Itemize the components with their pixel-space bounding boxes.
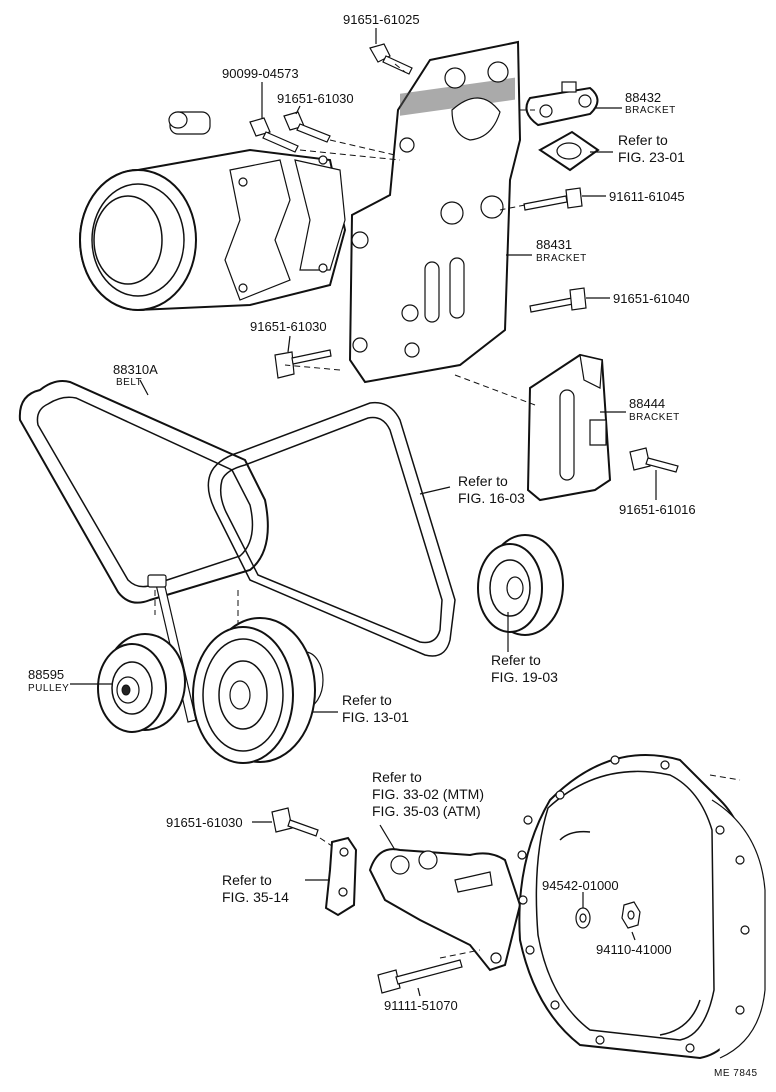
ref-fig-16-03-line2: FIG. 16-03 xyxy=(458,490,525,506)
belt-fig-16-03 xyxy=(207,401,456,657)
diagram-code: ME 7845 xyxy=(714,1068,758,1079)
label-91651-61016: 91651-61016 xyxy=(619,502,696,517)
bracket-88444 xyxy=(526,353,612,502)
idler-pulley xyxy=(477,534,564,636)
name-88432: BRACKET xyxy=(625,105,676,116)
ref-fig-35-14-line1: Refer to xyxy=(222,872,272,888)
ref-fig-19-03-line1: Refer to xyxy=(491,652,541,668)
name-88444: BRACKET xyxy=(629,412,680,423)
bracket-88431 xyxy=(348,40,522,384)
name-88310A: BELT xyxy=(116,377,142,388)
bolt-91651-61030-bot xyxy=(271,807,319,837)
label-91651-61025: 91651-61025 xyxy=(343,12,420,27)
label-88444: 88444 xyxy=(629,396,665,411)
ref-fig-35-14-line2: FIG. 35-14 xyxy=(222,889,289,905)
ref-fig-33-02-line1: Refer to xyxy=(372,769,422,785)
bolt-91651-61025 xyxy=(369,43,413,75)
bolt-91111-51070 xyxy=(377,959,463,994)
ref-fig-23-01-line2: FIG. 23-01 xyxy=(618,149,685,165)
label-91651-61030-top: 91651-61030 xyxy=(277,91,354,106)
label-88432: 88432 xyxy=(625,90,661,105)
bracket-fig-33-02 xyxy=(368,848,522,972)
ref-fig-33-02-line2: FIG. 33-02 (MTM) xyxy=(372,786,484,802)
label-91611-61045: 91611-61045 xyxy=(609,189,685,204)
label-91651-61030-bot: 91651-61030 xyxy=(166,815,243,830)
bolt-91651-61016 xyxy=(629,447,679,473)
label-91111-51070: 91111-51070 xyxy=(384,998,458,1013)
ref-fig-33-02-line3: FIG. 35-03 (ATM) xyxy=(372,803,481,819)
nut-94110-41000 xyxy=(621,901,641,929)
crank-pulley xyxy=(192,617,324,764)
label-94110-41000: 94110-41000 xyxy=(596,942,672,957)
plate-fig-35-14 xyxy=(324,836,358,917)
pulley-88595 xyxy=(97,574,197,733)
label-94542-01000: 94542-01000 xyxy=(542,878,619,893)
bolt-91651-61040 xyxy=(529,287,587,313)
gasket xyxy=(538,130,600,172)
name-88595: PULLEY xyxy=(28,683,69,694)
compressor xyxy=(79,111,347,312)
label-88431: 88431 xyxy=(536,237,572,252)
label-88595: 88595 xyxy=(28,667,64,682)
bolt-91611-61045 xyxy=(523,187,583,211)
ref-fig-16-03-line1: Refer to xyxy=(458,473,508,489)
alignment-lines xyxy=(154,63,741,959)
label-88310A: 88310A xyxy=(113,362,158,377)
bolt-91651-61030-top xyxy=(283,111,331,143)
belt-88310A xyxy=(18,380,269,604)
bracket-88432 xyxy=(525,81,599,127)
ref-fig-19-03-line2: FIG. 19-03 xyxy=(491,669,558,685)
ref-fig-13-01-line1: Refer to xyxy=(342,692,392,708)
label-91651-61040: 91651-61040 xyxy=(613,291,690,306)
washer-94542-01000 xyxy=(575,907,591,929)
bellhousing xyxy=(517,754,766,1060)
ref-fig-13-01-line2: FIG. 13-01 xyxy=(342,709,409,725)
label-91651-61030-mid: 91651-61030 xyxy=(250,319,327,334)
label-90099-04573: 90099-04573 xyxy=(222,66,299,81)
name-88431: BRACKET xyxy=(536,253,587,264)
bolt-91651-61030-mid xyxy=(274,349,332,379)
labels: 91651-61025 90099-04573 91651-61030 8843… xyxy=(28,12,758,1079)
leader-lines xyxy=(70,28,657,997)
bolt-90099-04573 xyxy=(249,117,299,153)
ref-fig-23-01-line1: Refer to xyxy=(618,132,668,148)
